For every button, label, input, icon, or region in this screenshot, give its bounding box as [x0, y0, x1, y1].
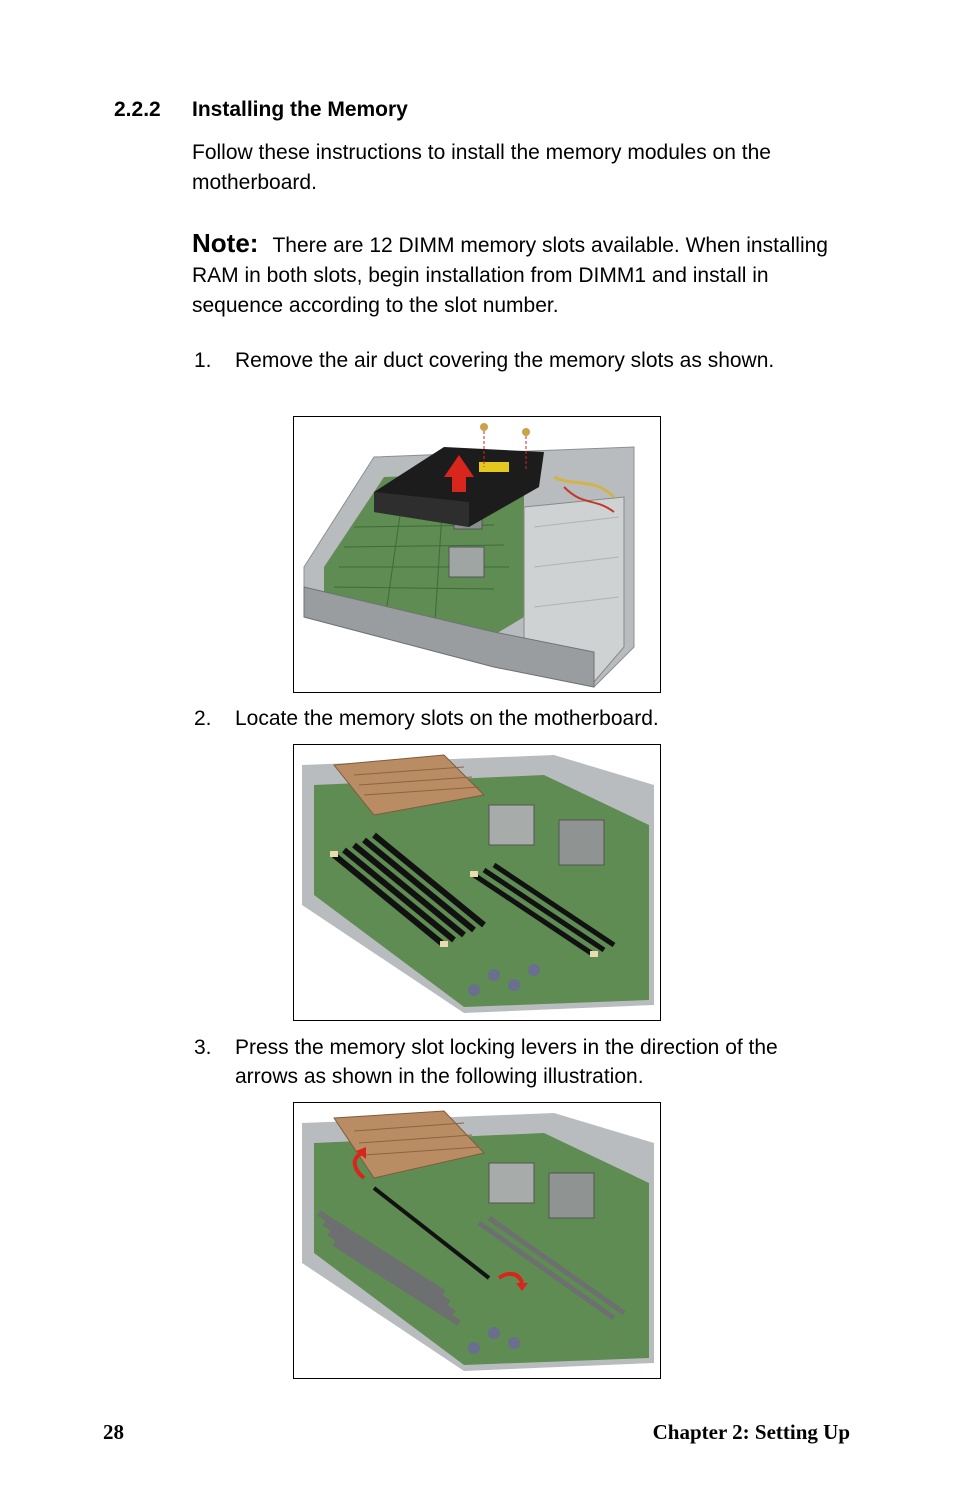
- memory-slots-image: [293, 744, 661, 1021]
- server-air-duct-removal-image: [293, 416, 661, 693]
- step-number: 3.: [194, 1036, 212, 1059]
- section-number: 2.2.2: [114, 98, 161, 121]
- note-text: There are 12 DIMM memory slots available…: [192, 234, 828, 317]
- note-block: Note:There are 12 DIMM memory slots avai…: [192, 228, 852, 321]
- section-title: Installing the Memory: [192, 98, 408, 121]
- step-number: 1.: [194, 349, 212, 372]
- page-number: 28: [103, 1420, 124, 1444]
- memory-lever-arrows-image: [293, 1102, 661, 1379]
- note-label: Note:: [192, 228, 259, 258]
- step-text: Remove the air duct covering the memory …: [235, 349, 775, 372]
- chapter-title: Chapter 2: Setting Up: [652, 1420, 850, 1444]
- step-text: Locate the memory slots on the motherboa…: [235, 707, 659, 730]
- step-number: 2.: [194, 707, 212, 730]
- intro-paragraph: Follow these instructions to install the…: [192, 141, 771, 194]
- step-text: Press the memory slot locking levers in …: [235, 1036, 778, 1088]
